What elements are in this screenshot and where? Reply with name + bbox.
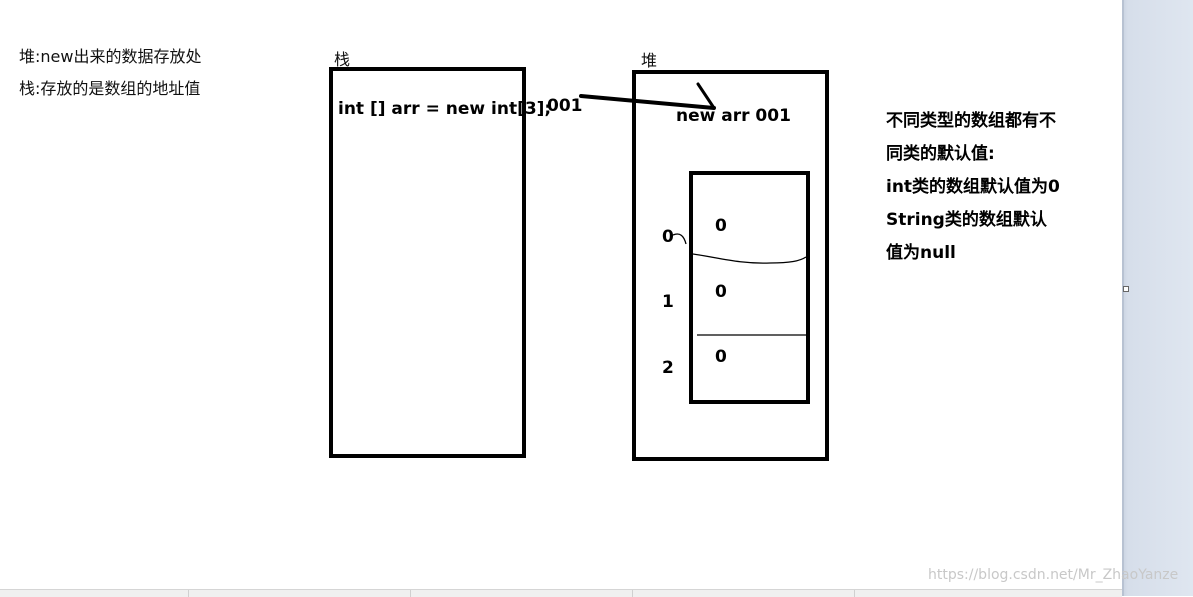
stack-label: 栈 bbox=[334, 50, 351, 69]
stack-address: 001 bbox=[547, 96, 583, 116]
note-line: 同类的默认值: bbox=[886, 144, 995, 164]
heap-label: 堆 bbox=[641, 51, 658, 70]
array-index-1: 1 bbox=[662, 292, 674, 312]
heap-box bbox=[632, 70, 829, 461]
array-index-0: 0 bbox=[662, 227, 674, 247]
array-index-2: 2 bbox=[662, 358, 674, 378]
legend-heap-text: 堆:new出来的数据存放处 bbox=[19, 47, 202, 66]
index-tick bbox=[672, 233, 687, 245]
stack-code: int [] arr = new int[3]; bbox=[338, 99, 552, 119]
drawing-canvas bbox=[0, 0, 1122, 590]
resize-handle[interactable] bbox=[1123, 286, 1129, 292]
note-line: 不同类型的数组都有不 bbox=[886, 111, 1056, 131]
status-bar bbox=[0, 589, 1122, 597]
array-divider-wavy bbox=[692, 253, 807, 264]
array-value-2: 0 bbox=[715, 347, 727, 367]
side-panel bbox=[1122, 0, 1193, 596]
reference-arrow-head bbox=[696, 82, 716, 110]
reference-arrow bbox=[579, 94, 716, 110]
array-box bbox=[689, 171, 810, 404]
default-values-note: 不同类型的数组都有不 同类的默认值: int类的数组默认值为0 String类的… bbox=[886, 105, 1096, 270]
note-line: int类的数组默认值为0 bbox=[886, 177, 1060, 197]
legend-stack-text: 栈:存放的是数组的地址值 bbox=[19, 79, 201, 98]
note-line: 值为null bbox=[886, 243, 956, 263]
note-line: String类的数组默认 bbox=[886, 210, 1047, 230]
watermark: https://blog.csdn.net/Mr_ZhaoYanze bbox=[928, 567, 1179, 583]
heap-object-label: new arr 001 bbox=[676, 106, 791, 126]
array-value-1: 0 bbox=[715, 282, 727, 302]
stack-box bbox=[329, 67, 526, 458]
array-value-0: 0 bbox=[715, 216, 727, 236]
